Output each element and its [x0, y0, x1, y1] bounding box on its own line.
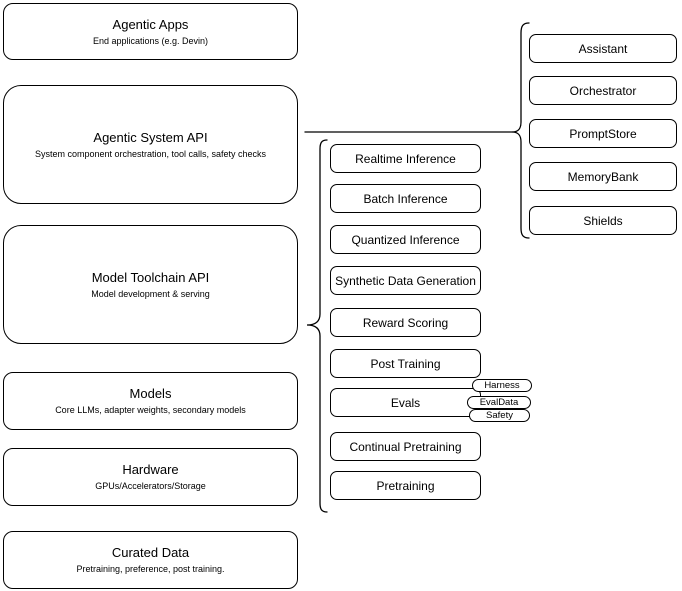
evaldata-tag: EvalData — [467, 396, 531, 409]
continual-pretraining-box: Continual Pretraining — [330, 432, 481, 461]
hardware-box: Hardware GPUs/Accelerators/Storage — [3, 448, 298, 506]
memorybank-box: MemoryBank — [529, 162, 677, 191]
layer-title: Agentic Apps — [112, 16, 189, 32]
layer-subtitle: GPUs/Accelerators/Storage — [95, 481, 206, 491]
layer-subtitle: System component orchestration, tool cal… — [34, 148, 267, 159]
batch-inference-box: Batch Inference — [330, 184, 481, 213]
layer-subtitle: Model development & serving — [91, 288, 210, 299]
harness-tag: Harness — [472, 379, 532, 392]
curated-data-box: Curated Data Pretraining, preference, po… — [3, 531, 298, 589]
system-components-brace — [511, 22, 530, 239]
quantized-inference-box: Quantized Inference — [330, 225, 481, 254]
reward-scoring-box: Reward Scoring — [330, 308, 481, 337]
layer-title: Hardware — [122, 462, 179, 477]
toolchain-brace — [306, 139, 328, 513]
layer-title: Models — [129, 386, 172, 401]
layer-title: Curated Data — [111, 545, 190, 560]
agentic-system-api-box: Agentic System API System component orch… — [3, 85, 298, 204]
agentic-apps-box: Agentic Apps End applications (e.g. Devi… — [3, 3, 298, 60]
model-toolchain-api-box: Model Toolchain API Model development & … — [3, 225, 298, 344]
promptstore-box: PromptStore — [529, 119, 677, 148]
orchestrator-box: Orchestrator — [529, 76, 677, 105]
layer-subtitle: Pretraining, preference, post training. — [76, 564, 225, 574]
layer-title: Model Toolchain API — [91, 269, 210, 285]
synthetic-data-generation-box: Synthetic Data Generation — [330, 266, 481, 295]
safety-tag: Safety — [469, 409, 530, 422]
evals-box: Evals — [330, 388, 481, 417]
layer-subtitle: End applications (e.g. Devin) — [92, 35, 209, 46]
post-training-box: Post Training — [330, 349, 481, 378]
models-box: Models Core LLMs, adapter weights, secon… — [3, 372, 298, 430]
shields-box: Shields — [529, 206, 677, 235]
realtime-inference-box: Realtime Inference — [330, 144, 481, 173]
assistant-box: Assistant — [529, 34, 677, 63]
layer-title: Agentic System API — [93, 129, 208, 145]
pretraining-box: Pretraining — [330, 471, 481, 500]
layer-subtitle: Core LLMs, adapter weights, secondary mo… — [55, 405, 246, 415]
